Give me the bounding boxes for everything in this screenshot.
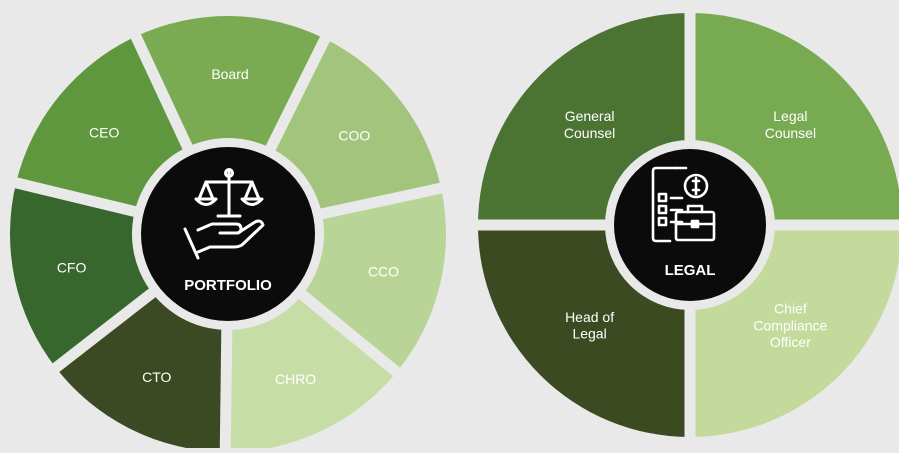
hub-label: PORTFOLIO (184, 277, 272, 294)
segment-label-cfo: CFO (57, 260, 87, 276)
segment-label-coo: COO (338, 128, 370, 144)
document-and-briefcase-icon (651, 166, 716, 243)
hub-label: LEGAL (665, 262, 716, 279)
segment-label-cto: CTO (142, 369, 171, 385)
segment-label-cco: CCO (368, 263, 399, 279)
segment-label-ceo: CEO (89, 125, 119, 141)
segment-board (135, 16, 325, 234)
segment-label-board: Board (211, 66, 248, 82)
scales-of-justice-in-hand-icon (183, 168, 265, 260)
segment-label-chro: CHRO (275, 371, 316, 387)
